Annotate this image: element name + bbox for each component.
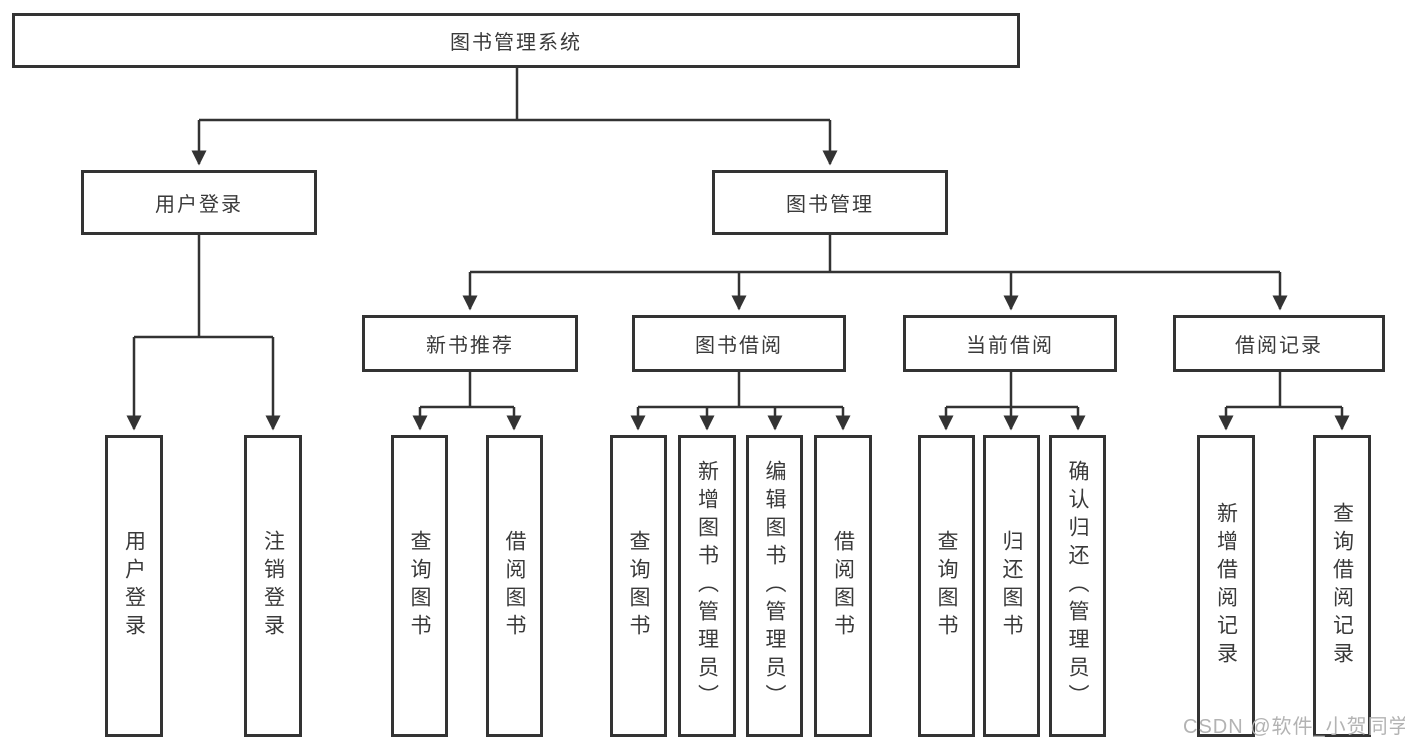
leaf-label: 查询图书 [627,530,650,642]
node-label: 新书推荐 [426,335,514,357]
leaf-label: 新增借阅记录 [1214,502,1238,670]
node-label: 图书管理系统 [450,32,582,54]
csdn-watermark: CSDN @软件_小贺同学 [1183,716,1405,738]
leaf-query-books-recommend: 查询图书 [391,435,448,737]
leaf-label: 注销登录 [261,530,285,642]
leaf-return-books: 归还图书 [983,435,1040,737]
leaf-label: 借阅图书 [503,530,526,642]
node-label: 图书借阅 [695,335,783,357]
leaf-add-borrowing-record: 新增借阅记录 [1197,435,1255,737]
leaf-label: 归还图书 [1000,530,1023,642]
leaf-logout: 注销登录 [244,435,302,737]
leaf-borrow-books: 借阅图书 [814,435,872,737]
leaf-user-login: 用户登录 [105,435,163,737]
node-label: 用户登录 [155,194,243,216]
node-label: 借阅记录 [1235,335,1323,357]
leaf-query-books-borrowing: 查询图书 [610,435,667,737]
leaf-label: 用户登录 [122,530,146,642]
node-current-borrowing: 当前借阅 [903,315,1117,372]
leaf-label: 借阅图书 [831,530,855,642]
leaf-label: 查询图书 [408,530,431,642]
leaf-query-borrowing-record: 查询借阅记录 [1313,435,1371,737]
leaf-add-book-admin: 新增图书（管理员） [678,435,736,737]
node-label: 当前借阅 [966,335,1054,357]
leaf-label: 查询借阅记录 [1330,502,1354,670]
leaf-label: 查询图书 [935,530,958,642]
node-user-login: 用户登录 [81,170,317,235]
leaf-label: 确认归还（管理员） [1066,460,1089,712]
leaf-label: 新增图书（管理员） [695,460,719,712]
node-library-management-system: 图书管理系统 [12,13,1020,68]
node-book-management: 图书管理 [712,170,948,235]
node-borrowing-records: 借阅记录 [1173,315,1385,372]
node-new-book-recommendation: 新书推荐 [362,315,578,372]
node-book-borrowing: 图书借阅 [632,315,846,372]
leaf-edit-book-admin: 编辑图书（管理员） [746,435,803,737]
leaf-confirm-return-admin: 确认归还（管理员） [1049,435,1106,737]
leaf-borrow-books-recommend: 借阅图书 [486,435,543,737]
leaf-label: 编辑图书（管理员） [763,460,786,712]
leaf-query-books-current: 查询图书 [918,435,975,737]
node-label: 图书管理 [786,194,874,216]
